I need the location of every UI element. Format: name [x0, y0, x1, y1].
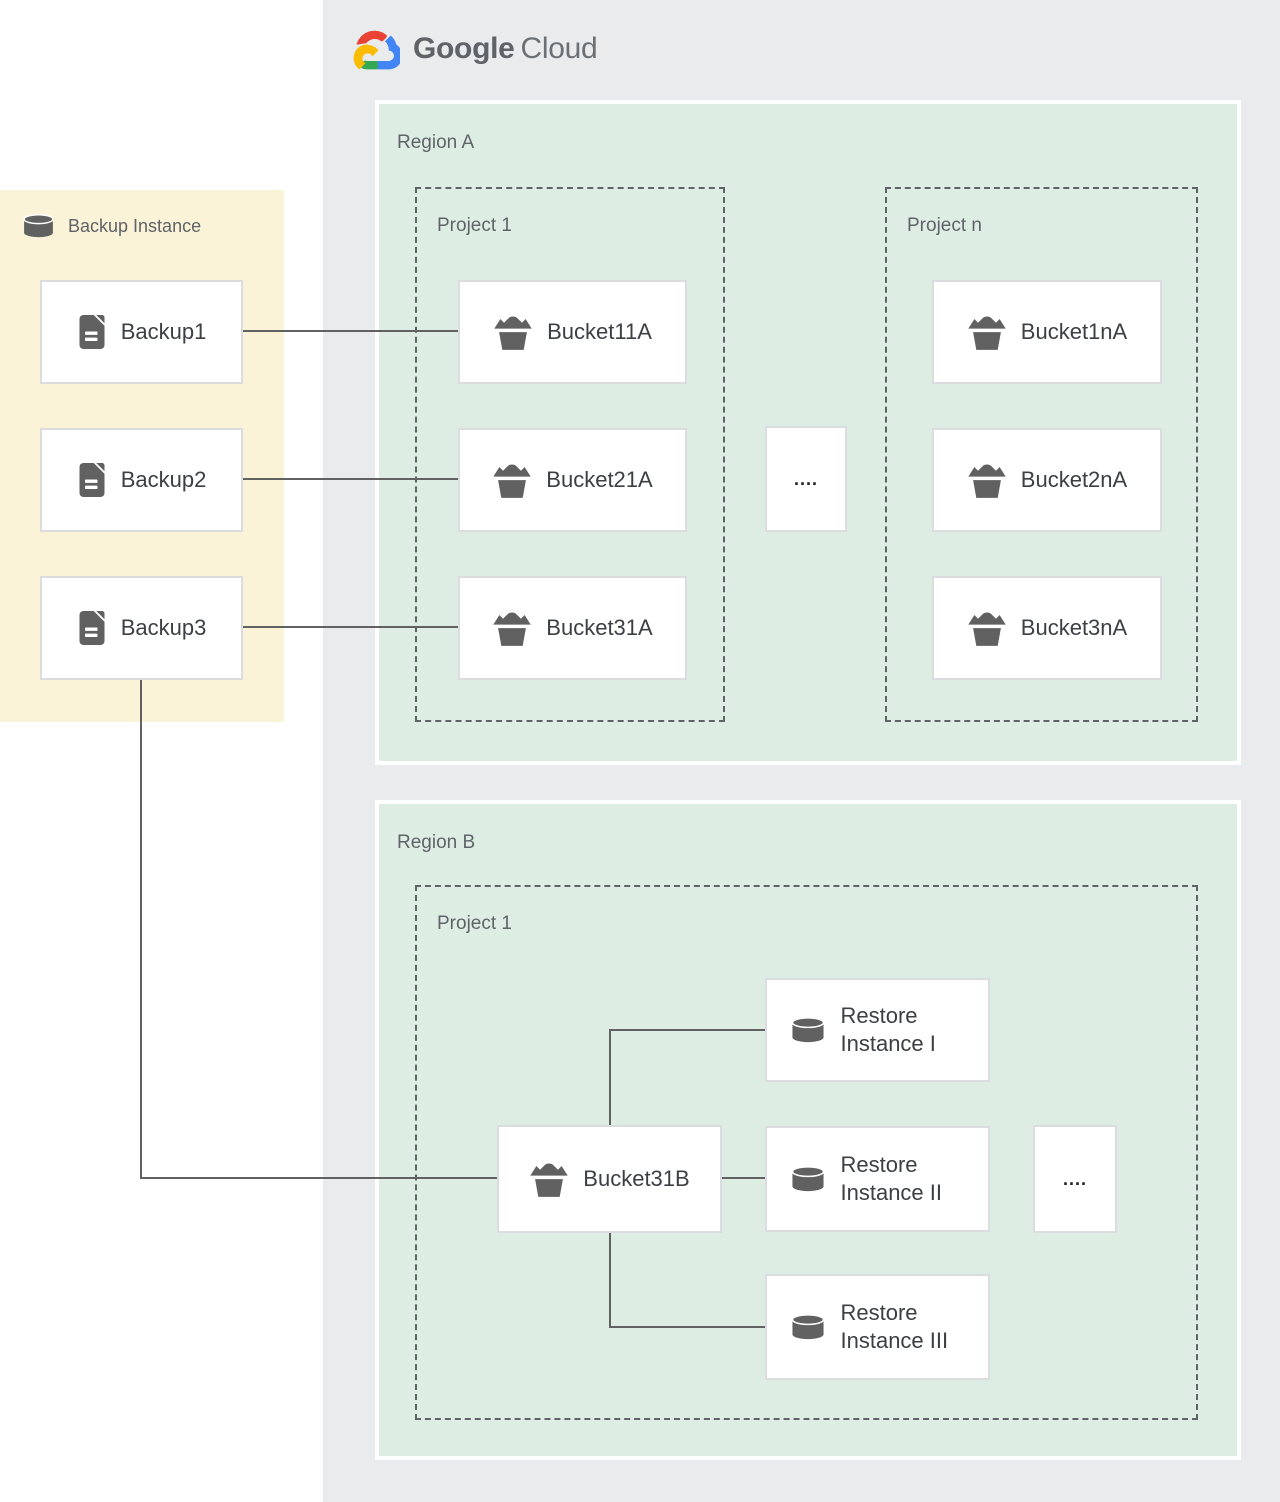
node-label: Backup2	[120, 467, 207, 492]
connector-bucket31b-down	[609, 1232, 611, 1328]
backup-instance-title: Backup Instance	[68, 215, 202, 236]
node-bucket2na: Bucket2nA	[932, 428, 1162, 532]
ellipsis-box-region-a: ....	[765, 426, 847, 532]
document-icon	[77, 462, 107, 498]
node-bucket11a: Bucket11A	[458, 280, 687, 384]
node-label: Restore Instance II	[840, 1152, 943, 1205]
region-a: Region A Project 1 Bucket11A Bucket21A B…	[375, 100, 1241, 765]
google-cloud-logo-icon	[353, 28, 400, 70]
connector-bucket31b-up	[609, 1029, 611, 1125]
node-label: Backup1	[120, 319, 207, 344]
region-a-project-1: Project 1 Bucket11A Bucket21A Bucket31A	[415, 187, 725, 722]
connector-backup3-bucket31a	[243, 626, 458, 628]
database-cylinder-icon	[789, 1166, 827, 1192]
node-label: Backup3	[120, 615, 207, 640]
node-backup1: Backup1	[40, 280, 243, 384]
connector-bucket31b-restore2	[722, 1177, 765, 1179]
node-bucket31a: Bucket31A	[458, 576, 687, 680]
logo-google-text: Google	[413, 32, 515, 65]
node-label: Bucket3nA	[1020, 615, 1128, 640]
logo-cloud-text: Cloud	[520, 32, 598, 65]
storage-bucket-icon	[529, 1162, 569, 1197]
storage-bucket-icon	[493, 315, 533, 350]
node-label: Bucket31A	[546, 615, 653, 640]
backup-instance-title-row: Backup Instance	[20, 214, 201, 238]
document-icon	[77, 610, 107, 646]
database-cylinder-icon	[20, 214, 57, 238]
node-restore-instance-2: Restore Instance II	[765, 1126, 990, 1232]
node-backup2: Backup2	[40, 428, 243, 532]
project-label: Project n	[907, 215, 982, 236]
node-bucket1na: Bucket1nA	[932, 280, 1162, 384]
connector-backup2-bucket21a	[243, 478, 458, 480]
node-label: Bucket2nA	[1020, 467, 1128, 492]
storage-bucket-icon	[967, 463, 1007, 498]
region-a-project-n: Project n Bucket1nA Bucket2nA Bucket3nA	[885, 187, 1198, 722]
node-label: Restore Instance I	[840, 1003, 936, 1056]
node-bucket21a: Bucket21A	[458, 428, 687, 532]
connector-bucket31b-restore3	[609, 1326, 766, 1328]
node-backup3: Backup3	[40, 576, 243, 680]
storage-bucket-icon	[492, 611, 532, 646]
node-label: Bucket31B	[583, 1166, 690, 1191]
database-cylinder-icon	[789, 1314, 827, 1340]
backup-instance-panel: Backup Instance Backup1 Backup2 Backup3	[0, 190, 284, 722]
region-b-label: Region B	[397, 832, 476, 853]
project-label: Project 1	[437, 215, 512, 236]
database-cylinder-icon	[789, 1017, 827, 1043]
document-icon	[77, 314, 107, 350]
project-label: Project 1	[437, 913, 512, 934]
region-a-label: Region A	[397, 132, 475, 153]
node-restore-instance-1: Restore Instance I	[765, 978, 990, 1082]
region-b-project-1: Project 1 Bucket31B Restore Instance I R…	[415, 885, 1198, 1420]
connector-backup1-bucket11a	[243, 330, 458, 332]
node-label: Bucket11A	[547, 319, 652, 344]
node-label: Bucket1nA	[1020, 319, 1128, 344]
storage-bucket-icon	[967, 315, 1007, 350]
connector-bucket31b-restore1	[609, 1029, 766, 1031]
ellipsis-box-region-b: ....	[1033, 1125, 1117, 1233]
node-bucket3na: Bucket3nA	[932, 576, 1162, 680]
ellipsis-text: ....	[793, 468, 818, 489]
node-bucket31b: Bucket31B	[497, 1125, 722, 1233]
connector-backup3-bucket31b	[140, 1177, 498, 1179]
region-b: Region B Project 1 Bucket31B Restore Ins…	[375, 800, 1241, 1460]
storage-bucket-icon	[492, 463, 532, 498]
node-restore-instance-3: Restore Instance III	[765, 1274, 990, 1380]
node-label: Restore Instance III	[840, 1300, 949, 1353]
storage-bucket-icon	[967, 611, 1007, 646]
ellipsis-text: ....	[1062, 1168, 1087, 1189]
connector-backup3-down	[140, 680, 142, 1179]
node-label: Bucket21A	[546, 467, 653, 492]
